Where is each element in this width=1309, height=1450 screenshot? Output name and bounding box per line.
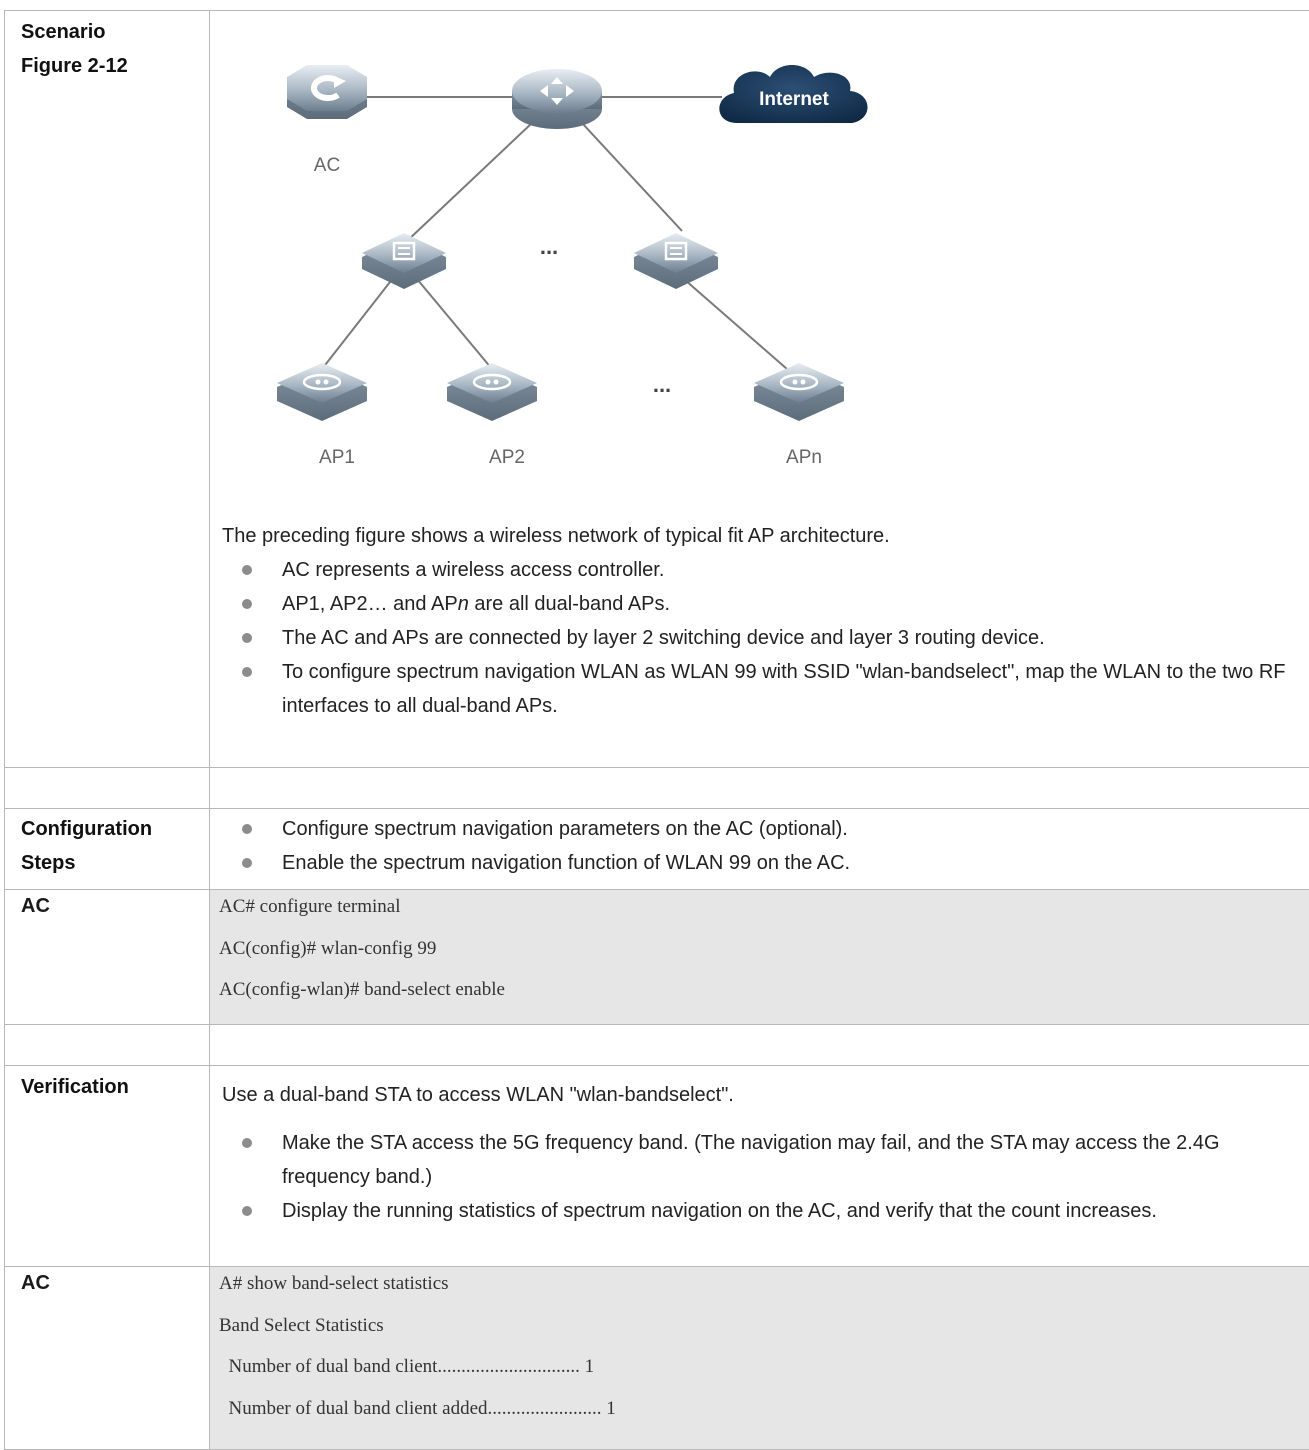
apn-label: APn [786,447,822,468]
code-line: AC(config-wlan)# band-select enable [219,979,505,1000]
router-icon [512,69,602,129]
switch-icon [634,233,718,289]
scenario-content: AC Internet [209,10,1309,768]
code-line: Number of dual band client added........… [219,1397,616,1419]
code-line: Number of dual band client..............… [219,1356,595,1377]
list-item: The AC and APs are connected by layer 2 … [222,621,1309,655]
ac-config-label: AC [4,889,210,1025]
config-steps-row: Configuration Steps Configure spectrum n… [4,808,1309,890]
ac-verify-code: A# show band-select statistics Band Sele… [209,1266,1309,1450]
ap2-label: AP2 [489,447,525,468]
verification-content: Use a dual-band STA to access WLAN "wlan… [209,1065,1309,1267]
internet-label: Internet [759,89,829,110]
ac-label: AC [314,155,340,176]
access-point-icon [277,363,367,421]
bullet-text: AP1, AP2… and AP [282,593,458,615]
list-item: AP1, AP2… and APn are all dual-band APs. [222,587,1309,621]
verification-description: Use a dual-band STA to access WLAN "wlan… [222,1084,734,1106]
code-line: AC(config)# wlan-config 99 [219,937,437,959]
scenario-row: Scenario Figure 2-12 [4,10,1309,768]
list-item: Configure spectrum navigation parameters… [222,812,1309,846]
ac-verify-label: AC [4,1266,210,1450]
config-steps-label: Configuration [21,818,153,840]
bullet-text-italic: n [457,593,469,615]
code-line: A# show band-select statistics [219,1273,449,1294]
list-item: AC represents a wireless access controll… [222,553,1309,587]
network-topology-diagram: AC Internet [277,65,868,468]
list-item: Make the STA access the 5G frequency ban… [222,1126,1309,1194]
ap-ellipsis: ... [653,372,671,397]
config-steps-content: Configure spectrum navigation parameters… [209,808,1309,890]
switch-ellipsis: ... [540,234,558,259]
config-steps-label-2: Steps [21,852,76,874]
scenario-bullets: AC represents a wireless access controll… [222,553,1309,723]
internet-cloud-icon [719,65,868,123]
bullet-text: are all dual-band APs. [468,593,671,615]
scenario-label-cell: Scenario Figure 2-12 [4,10,210,768]
list-item: Display the running statistics of spectr… [222,1194,1309,1228]
config-steps-label-cell: Configuration Steps [4,808,210,890]
spacer-row [4,1024,1309,1066]
code-line: Band Select Statistics [219,1314,384,1336]
access-point-icon [754,363,844,421]
ac-controller-icon [287,65,367,119]
figure-label: Figure 2-12 [21,55,128,77]
topology-links [321,96,788,370]
ac-config-code: AC# configure terminal AC(config)# wlan-… [209,889,1309,1025]
code-line: AC# configure terminal [219,896,401,917]
spacer-row [4,767,1309,809]
verification-label: Verification [4,1065,210,1267]
list-item: Enable the spectrum navigation function … [222,846,1309,880]
scenario-description: The preceding figure shows a wireless ne… [222,525,890,547]
list-item: To configure spectrum navigation WLAN as… [222,655,1309,723]
ac-config-row: AC AC# configure terminal AC(config)# wl… [4,889,1309,1025]
access-point-icon [447,363,537,421]
scenario-label: Scenario [21,21,106,43]
verification-row: Verification Use a dual-band STA to acce… [4,1065,1309,1267]
ac-verify-row: AC A# show band-select statistics Band S… [4,1266,1309,1450]
ap1-label: AP1 [319,447,355,468]
procedure-table: Scenario Figure 2-12 [4,10,1309,1450]
switch-icon [362,233,446,289]
